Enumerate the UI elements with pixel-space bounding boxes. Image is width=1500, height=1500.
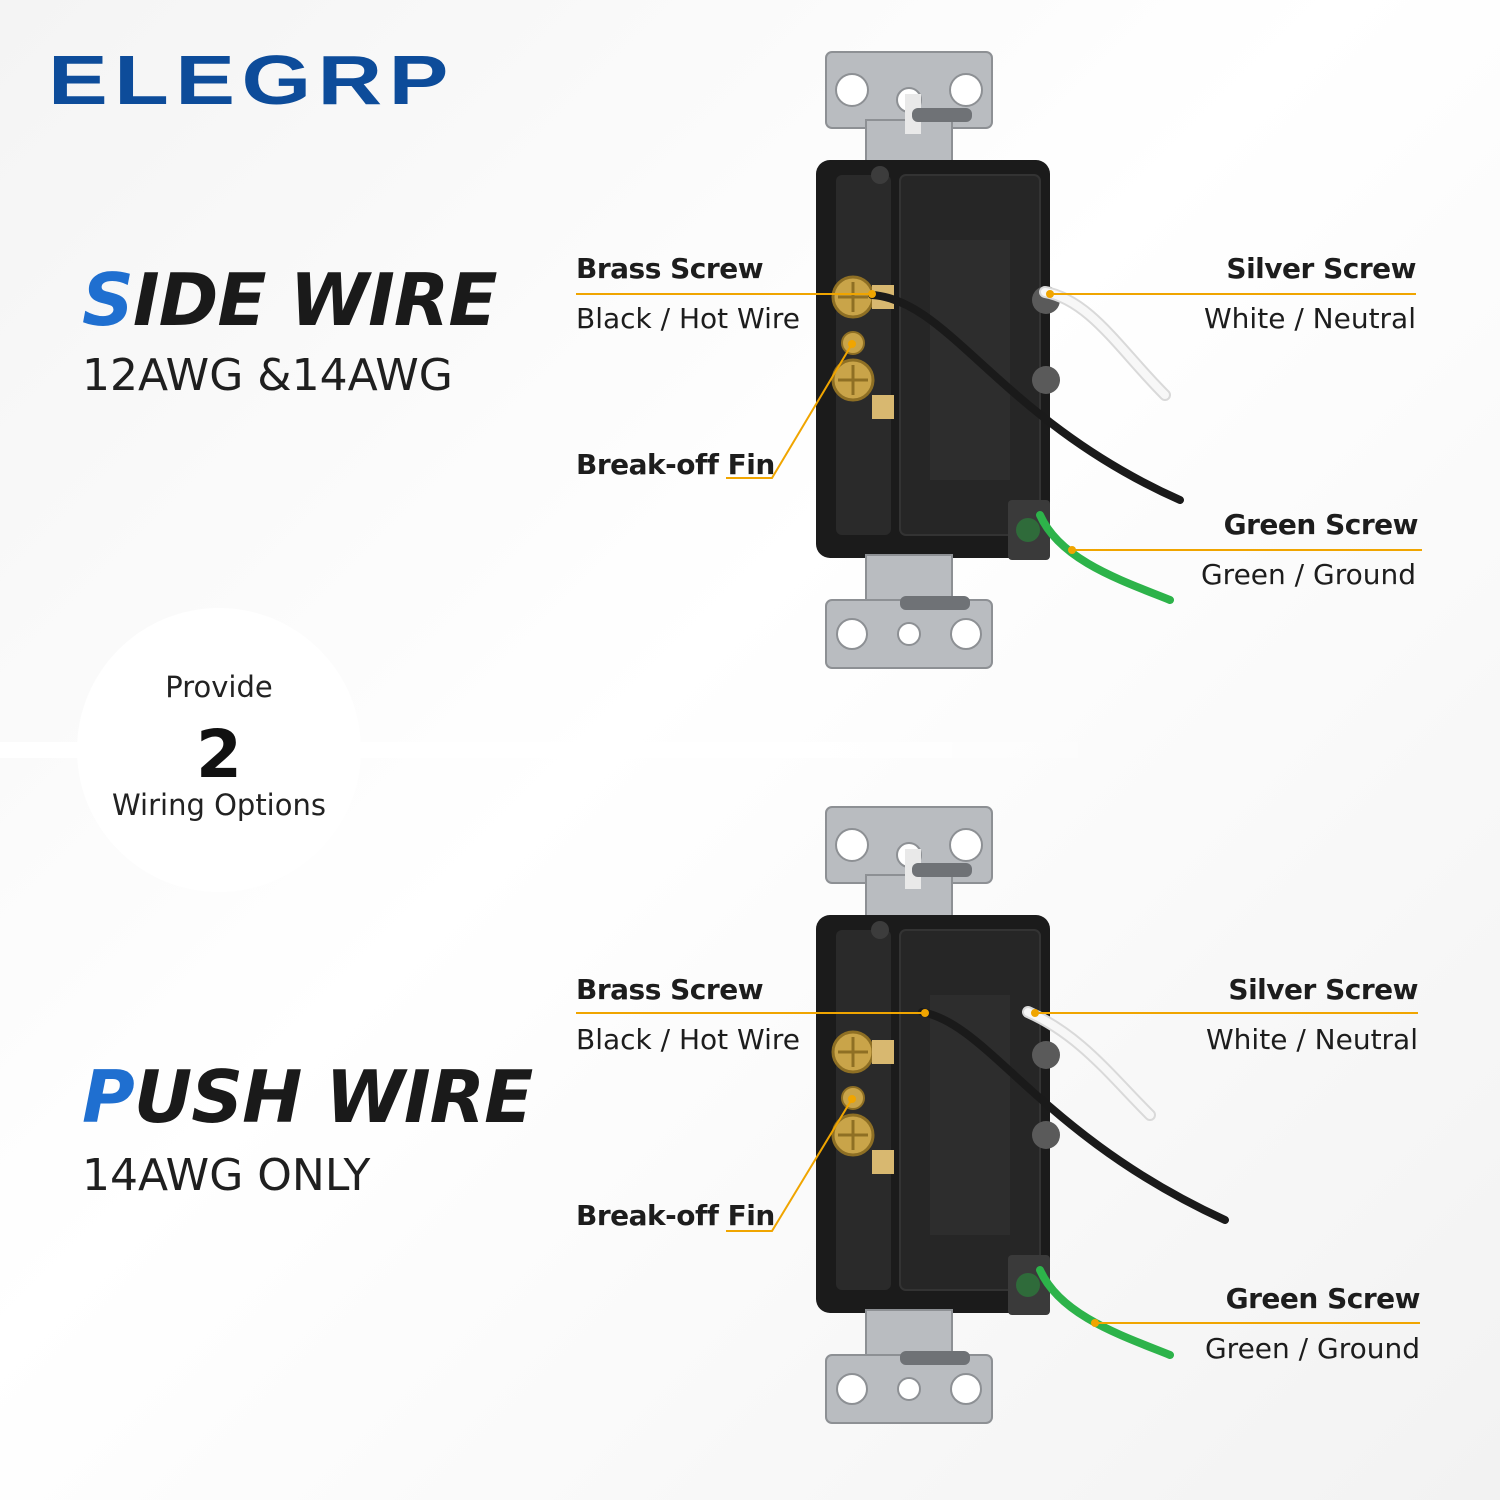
- badge-bottom-text: Wiring Options: [112, 788, 326, 822]
- push-wire-title-rest: USH WIRE: [133, 1055, 533, 1139]
- side-brass-screw-sub: Black / Hot Wire: [576, 302, 801, 335]
- side-green-screw-sub: Green / Ground: [1200, 558, 1416, 591]
- push-wire-subtitle: 14AWG ONLY: [82, 1150, 371, 1201]
- push-green-screw-label: Green Screw: [1225, 1282, 1421, 1315]
- side-brass-screw-label: Brass Screw: [576, 252, 764, 285]
- badge-number: 2: [196, 716, 242, 793]
- push-green-screw-sub: Green / Ground: [1204, 1332, 1420, 1365]
- side-wire-subtitle: 12AWG &14AWG: [82, 350, 453, 401]
- push-silver-screw-label: Silver Screw: [1228, 973, 1418, 1006]
- side-wire-outlet-icon: [576, 50, 1422, 670]
- push-break-off-fin-label: Break-off Fin: [576, 1199, 775, 1232]
- side-wire-title: SIDE WIRE: [82, 258, 497, 342]
- side-wire-title-initial: S: [82, 258, 134, 342]
- side-silver-screw-sub: White / Neutral: [1204, 302, 1416, 335]
- push-wire-outlet-icon: [576, 805, 1420, 1425]
- side-wire-title-rest: IDE WIRE: [132, 258, 498, 342]
- side-break-off-fin-label: Break-off Fin: [576, 448, 775, 481]
- push-brass-screw-sub: Black / Hot Wire: [576, 1023, 801, 1056]
- push-silver-screw-sub: White / Neutral: [1206, 1023, 1418, 1056]
- badge-top-text: Provide: [165, 670, 273, 704]
- brand-logo: ELEGRP: [48, 41, 455, 119]
- side-green-screw-label: Green Screw: [1223, 508, 1419, 541]
- wiring-options-badge: Provide 2 Wiring Options: [77, 608, 361, 892]
- push-wire-title-initial: P: [82, 1055, 135, 1139]
- push-brass-screw-label: Brass Screw: [576, 973, 764, 1006]
- side-silver-screw-label: Silver Screw: [1226, 252, 1416, 285]
- push-wire-title: PUSH WIRE: [82, 1055, 533, 1139]
